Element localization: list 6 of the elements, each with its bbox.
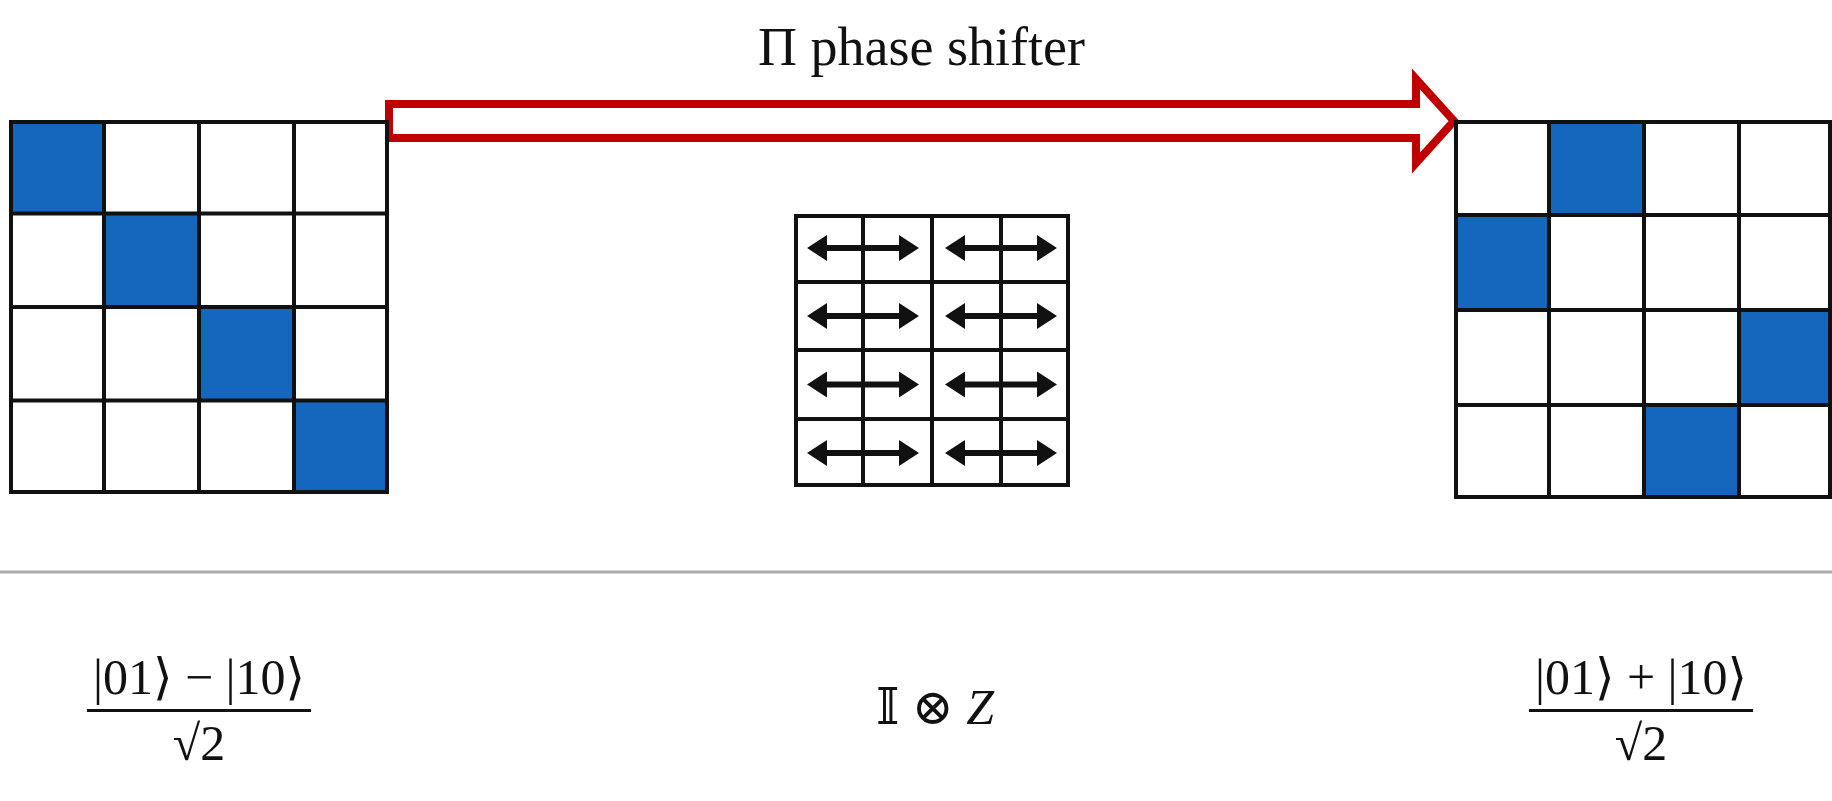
formula-numerator: |01⟩ + |10⟩ [1528, 650, 1754, 712]
operator-formula: 𝕀 ⊗ Z [875, 679, 995, 735]
hollow-arrow [385, 68, 1460, 174]
formula-numerator: |01⟩ − |10⟩ [86, 650, 312, 712]
formula-denominator: √2 [1614, 716, 1668, 771]
formula-denominator: √2 [172, 716, 226, 771]
